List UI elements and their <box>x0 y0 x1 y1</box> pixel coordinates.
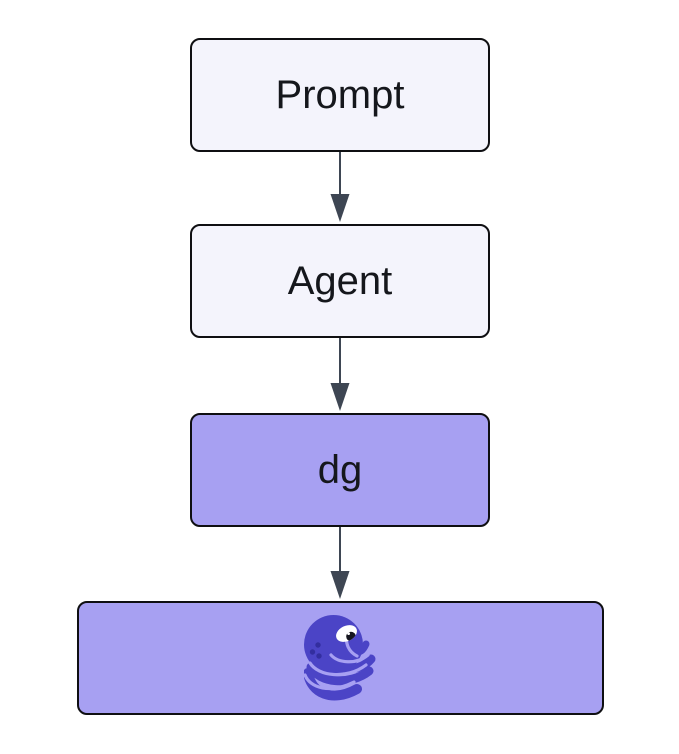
arrow-prompt-to-agent <box>330 152 350 222</box>
octopus-spot <box>314 642 321 648</box>
node-dg: dg <box>190 413 490 527</box>
octopus-tentacle-gap <box>307 661 368 677</box>
octopus-tentacle-gap <box>303 673 356 691</box>
arrowhead-icon <box>330 383 350 411</box>
octopus-tentacle <box>303 668 362 701</box>
octopus-spot <box>315 653 322 659</box>
arrow-dg-to-octopus <box>330 527 350 599</box>
node-dg-label: dg <box>317 448 363 492</box>
node-prompt-label: Prompt <box>275 73 405 117</box>
node-agent-label: Agent <box>287 259 393 303</box>
node-prompt: Prompt <box>190 38 490 152</box>
octopus-spot <box>309 649 315 655</box>
octopus-tentacle <box>327 654 375 673</box>
octopus-icon <box>303 615 375 701</box>
octopus-eye-glint <box>346 632 350 635</box>
octopus-tentacle <box>306 662 373 686</box>
octopus-tentacle-gap <box>328 653 370 664</box>
arrow-agent-to-dg <box>330 338 350 411</box>
octopus-tentacle-curl <box>346 635 369 656</box>
arrowhead-icon <box>330 194 350 222</box>
arrowhead-icon <box>330 571 350 599</box>
node-agent: Agent <box>190 224 490 338</box>
node-octopus <box>77 601 604 715</box>
